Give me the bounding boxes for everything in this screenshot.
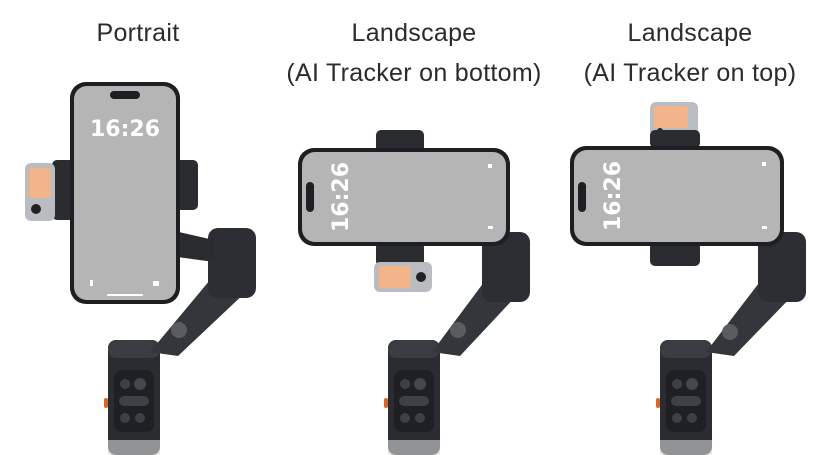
led-grid-icon bbox=[29, 168, 51, 198]
panel-landscape-bottom: Landscape (AI Tracker on bottom) bbox=[276, 0, 552, 455]
led-grid-icon bbox=[379, 266, 411, 288]
caption-landscape-top: Landscape bbox=[627, 19, 753, 47]
caption-landscape-top-sub: (AI Tracker on top) bbox=[583, 59, 797, 87]
phone-clamp-left bbox=[52, 160, 74, 220]
record-button-icon bbox=[656, 398, 660, 408]
gimbal-portrait-illustration: 16:26 bbox=[25, 82, 256, 455]
gimbal-landscape-top-illustration: 16:26 bbox=[570, 102, 806, 455]
gimbal-handle bbox=[384, 340, 440, 455]
phone-clamp-right bbox=[176, 160, 198, 210]
phone: 16:26 bbox=[70, 82, 180, 304]
flashlight-icon bbox=[90, 280, 93, 286]
led-grid-icon bbox=[654, 106, 688, 128]
gimbal-handle bbox=[104, 340, 160, 455]
phone: 16:26 bbox=[570, 146, 784, 246]
panel-portrait: Portrait bbox=[0, 0, 276, 455]
gimbal-arm bbox=[150, 228, 256, 356]
lockscreen-clock: 16:26 bbox=[601, 161, 626, 231]
flashlight-icon bbox=[762, 226, 767, 229]
gimbal-arm bbox=[706, 232, 806, 356]
phone-clamp-top bbox=[650, 130, 700, 148]
phone-clamp-bottom bbox=[650, 242, 700, 266]
phone-clamp-top bbox=[376, 130, 424, 152]
caption-portrait: Portrait bbox=[96, 19, 180, 47]
lockscreen-clock: 16:26 bbox=[329, 162, 354, 232]
record-button-icon bbox=[104, 398, 108, 408]
phone-clamp-bottom bbox=[376, 242, 424, 266]
lockscreen-clock: 16:26 bbox=[90, 117, 160, 142]
camera-icon bbox=[488, 164, 492, 168]
panel-landscape-top: Landscape (AI Tracker on top) bbox=[552, 0, 828, 455]
gimbal-landscape-bottom-illustration: 16:26 bbox=[298, 130, 530, 455]
record-button-icon bbox=[384, 398, 388, 408]
ai-tracker bbox=[374, 262, 432, 292]
ai-tracker bbox=[25, 163, 55, 221]
phone: 16:26 bbox=[298, 148, 510, 246]
gimbal-handle bbox=[656, 340, 712, 455]
caption-landscape-bottom-sub: (AI Tracker on bottom) bbox=[286, 59, 542, 87]
caption-landscape-bottom: Landscape bbox=[351, 19, 477, 47]
camera-icon bbox=[153, 281, 159, 286]
flashlight-icon bbox=[488, 226, 493, 229]
ai-tracker bbox=[650, 102, 698, 136]
camera-icon bbox=[762, 162, 766, 166]
gimbal-arm bbox=[432, 232, 530, 356]
